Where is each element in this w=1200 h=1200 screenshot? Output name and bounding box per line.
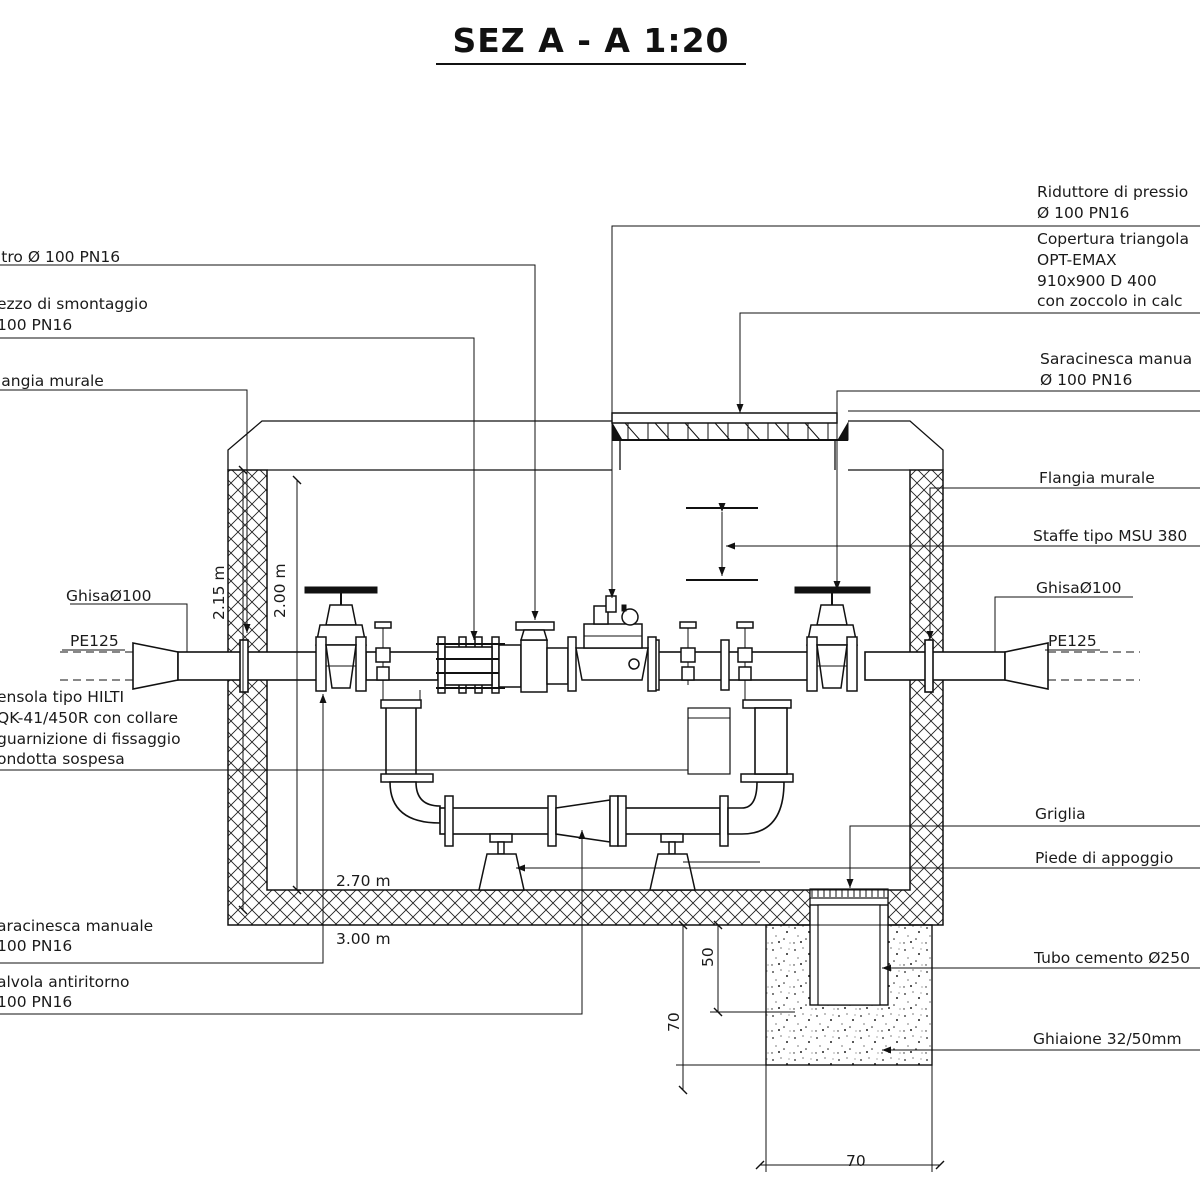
label-hilti-bracket-1: ensola tipo HILTI [0, 688, 124, 706]
drain-sump [765, 888, 933, 1066]
label-pe-left: PE125 [70, 632, 119, 650]
dimension-lines [228, 465, 945, 1172]
label-ghisa-left: GhisaØ100 [66, 587, 152, 605]
label-pressure-reducer-2: Ø 100 PN16 [1037, 204, 1129, 222]
support-feet [478, 833, 696, 891]
label-ghisa-right: GhisaØ100 [1036, 579, 1122, 597]
label-concrete-pipe: Tubo cemento Ø250 [1033, 949, 1190, 967]
label-gate-valve-left-1: aracinesca manuale [0, 917, 153, 935]
label-gate-valve-left-2: 100 PN16 [0, 937, 72, 955]
drawing-title: SEZ A - A 1:20 [452, 21, 729, 60]
label-grate: Griglia [1035, 805, 1086, 823]
right-leaders [62, 225, 1200, 1054]
label-gravel: Ghiaione 32/50mm [1033, 1030, 1182, 1048]
label-cover-2: OPT-EMAX [1037, 251, 1117, 269]
dim-width-outer: 3.00 m [336, 930, 391, 948]
label-hilti-bracket-3: guarnizione di fissaggio [0, 730, 181, 748]
label-wall-flange-left: langia murale [0, 372, 104, 390]
label-gate-valve-right-2: Ø 100 PN16 [1040, 371, 1132, 389]
label-hilti-bracket-4: ondotta sospesa [0, 750, 125, 768]
triangular-cover [611, 412, 849, 441]
dim-drain-width: 70 [846, 1152, 866, 1170]
main-pipe [60, 639, 1140, 693]
label-support-foot: Piede di appoggio [1035, 849, 1173, 867]
label-check-valve-2: 100 PN16 [0, 993, 72, 1011]
pressure-reducer [567, 595, 657, 692]
label-pressure-reducer-1: Riduttore di pressio [1037, 183, 1188, 201]
label-filter: ltro Ø 100 PN16 [0, 248, 120, 266]
dim-drain-depth-outer: 70 [665, 1012, 683, 1032]
dim-drain-depth-inner: 50 [699, 947, 717, 967]
label-brackets: Staffe tipo MSU 380 [1033, 527, 1187, 545]
label-cover-3: 910x900 D 400 [1037, 272, 1157, 290]
label-wall-flange-right: Flangia murale [1039, 469, 1155, 487]
label-gate-valve-right-1: Saracinesca manua [1040, 350, 1192, 368]
filter [498, 621, 569, 693]
label-dismantling-joint-1: ezzo di smontaggio [0, 295, 148, 313]
bypass-loop [380, 685, 794, 847]
dim-width-inner: 2.70 m [336, 872, 391, 890]
label-pe-right: PE125 [1048, 632, 1097, 650]
dim-height-outer: 2.15 m [210, 565, 228, 620]
cover-slab [227, 420, 944, 471]
label-hilti-bracket-2: QK-41/450R con collare [0, 709, 178, 727]
gate-valve-left [304, 586, 378, 692]
label-cover-4: con zoccolo in calc [1037, 292, 1183, 310]
wall-brackets [686, 503, 758, 581]
label-dismantling-joint-2: 100 PN16 [0, 316, 72, 334]
dismantling-joint [436, 636, 505, 694]
label-cover-1: Copertura triangola [1037, 230, 1189, 248]
label-check-valve-1: alvola antiritorno [0, 973, 130, 991]
gate-valve-right [794, 586, 871, 692]
dim-height-inner: 2.00 m [271, 563, 289, 618]
chamber-walls [227, 469, 944, 926]
